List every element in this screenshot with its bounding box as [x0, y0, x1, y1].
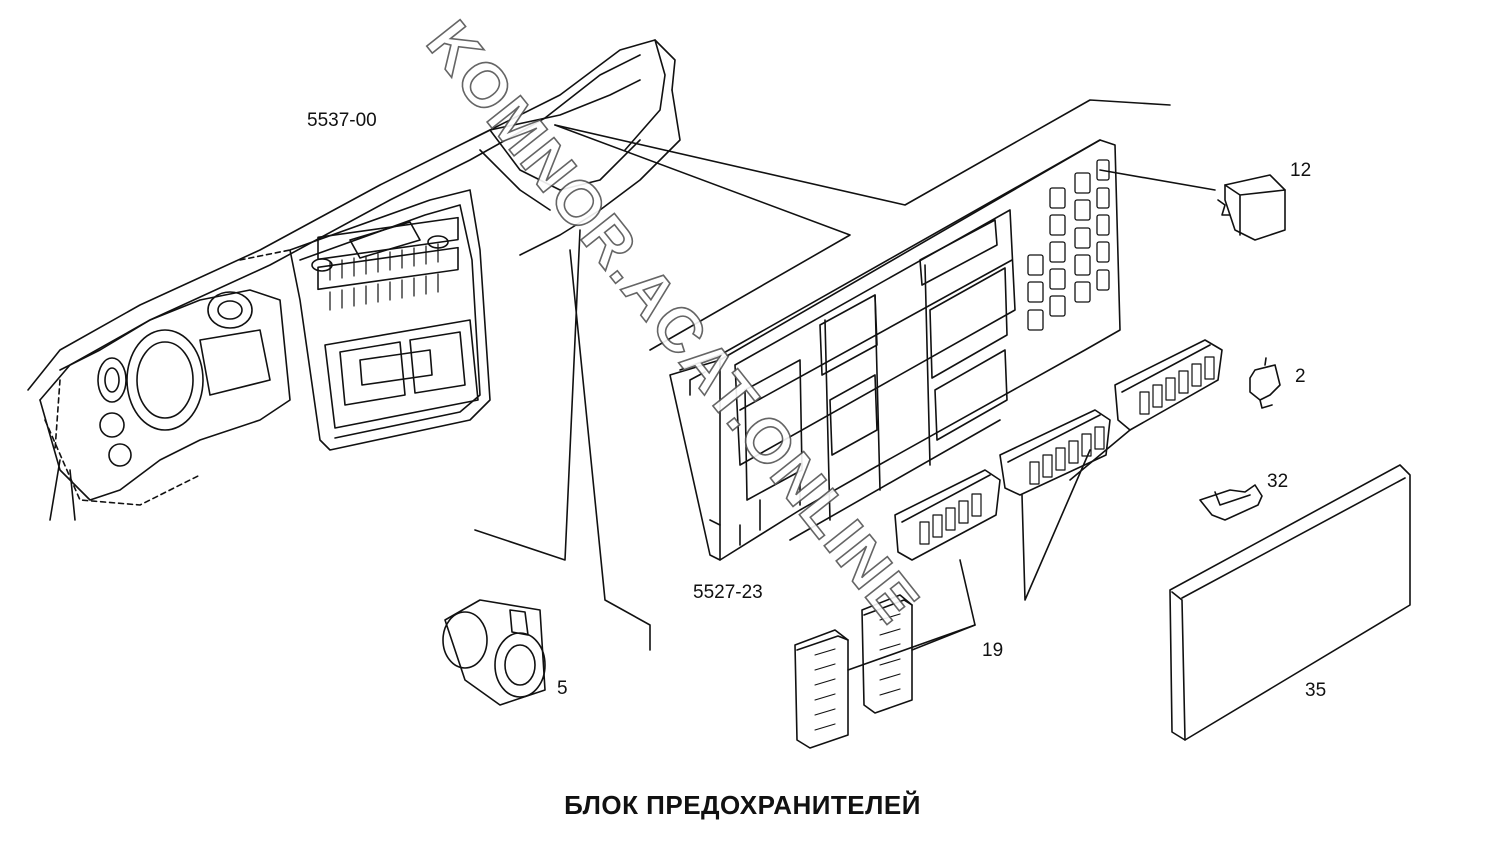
- fuse-blocks-drawing: [794, 559, 976, 749]
- round-connector-drawing: [442, 599, 546, 706]
- fuse-panel-drawing: [669, 139, 1121, 561]
- fuse-rails-drawing: [894, 339, 1223, 601]
- bracket-drawing: [1199, 484, 1263, 521]
- callout-cover: 35: [1305, 680, 1327, 701]
- diagram-caption: БЛОК ПРЕДОХРАНИТЕЛЕЙ: [564, 790, 921, 820]
- clip-drawing: [1249, 357, 1281, 409]
- callout-dashboard: 5537-00: [307, 110, 377, 131]
- callout-connector: 5: [557, 678, 568, 699]
- callout-fuse-blocks: 19: [982, 640, 1004, 661]
- dashboard-drawing: [27, 39, 1171, 651]
- cover-drawing: [1169, 464, 1411, 741]
- callout-fuse-panel: 5527-23: [693, 582, 763, 603]
- callout-bracket: 32: [1267, 471, 1289, 492]
- relay-drawing: [1099, 169, 1286, 241]
- callout-clip: 2: [1295, 366, 1306, 387]
- callout-relay: 12: [1290, 160, 1312, 181]
